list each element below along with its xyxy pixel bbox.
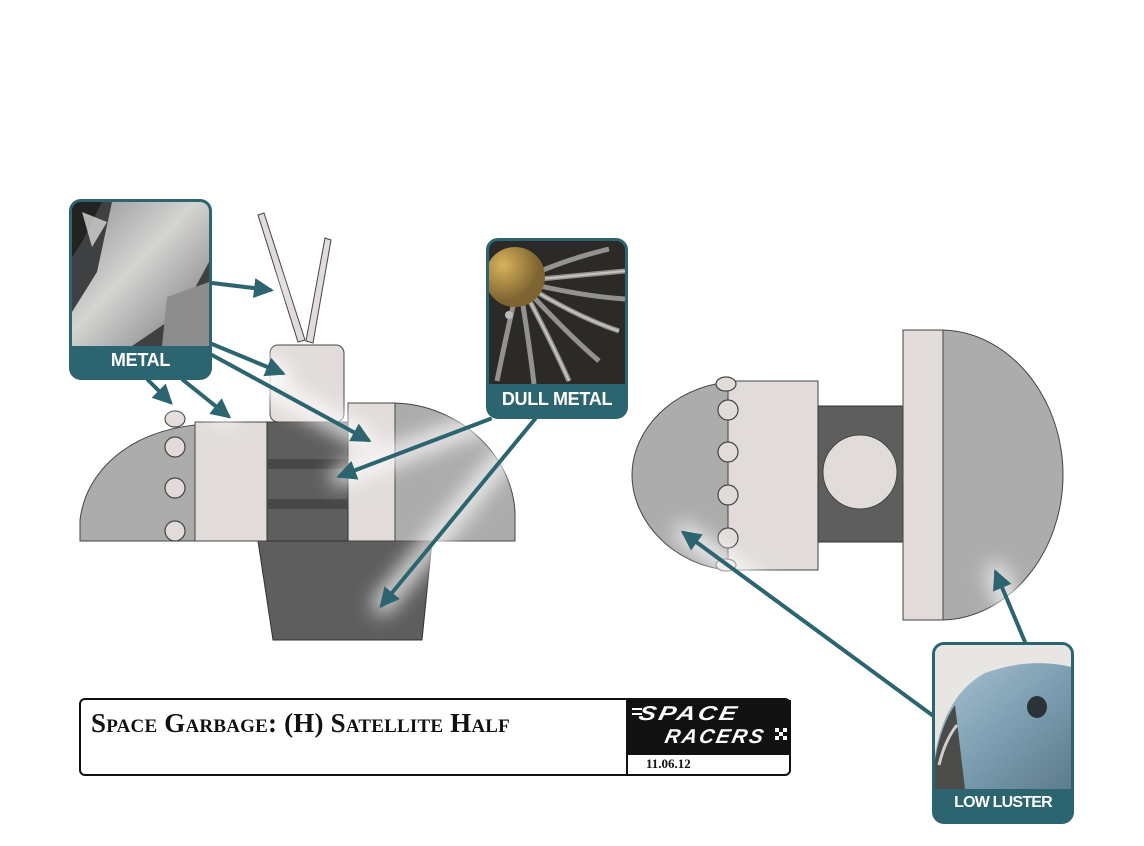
arrow-dull-metal-center <box>336 417 492 480</box>
checkered-flag-icon <box>775 728 787 740</box>
page-title: Space Garbage: (H) Satellite Half <box>91 708 510 738</box>
date-label: 11.06.12 <box>646 756 691 771</box>
arrow-low-luster-left <box>680 530 934 717</box>
callout-low-luster-metal: LOW LUSTER METAL <box>932 642 1074 824</box>
callout-dull-metal-label: DULL METAL <box>501 389 613 409</box>
bolt <box>164 436 186 458</box>
callout-low-luster-metal-label: LOW LUSTER METAL <box>954 794 1053 811</box>
bolt <box>717 441 739 463</box>
right-half-disc <box>942 329 1064 621</box>
callout-metal: METAL <box>69 199 212 380</box>
bolt <box>715 376 737 392</box>
left-dome <box>79 424 196 542</box>
logo-line1: SPACE <box>637 703 742 725</box>
left-light-band <box>727 380 819 571</box>
brushed-metal-photo-icon <box>72 202 209 346</box>
arrow-low-luster-right <box>992 569 1027 644</box>
date-box: 11.06.12 <box>626 753 789 774</box>
turbine-blades-photo-icon <box>489 241 625 384</box>
antenna-right <box>305 237 332 344</box>
bolt <box>164 410 186 428</box>
title-block: Space Garbage: (H) Satellite Half SPACE … <box>79 698 791 776</box>
arrow-metal-bolt <box>146 378 173 405</box>
center-dark-stripe-1 <box>267 459 348 469</box>
logo-icon: SPACE RACERS <box>632 703 787 748</box>
bolt <box>717 527 739 549</box>
bolts-left <box>164 410 186 542</box>
satellite-top-view <box>631 329 1064 621</box>
bolt <box>717 399 739 421</box>
bolt <box>164 477 186 499</box>
bolt <box>164 520 186 542</box>
hub-circle <box>822 434 898 510</box>
painted-panel-photo-icon <box>935 645 1071 789</box>
callout-dull-metal: DULL METAL <box>486 238 628 419</box>
logo-line2: RACERS <box>663 726 768 748</box>
lower-dark-base <box>257 540 433 641</box>
left-light-panel <box>194 421 268 542</box>
callout-metal-label: METAL <box>110 350 171 370</box>
antenna-left <box>257 212 306 343</box>
space-racers-logo: SPACE RACERS <box>626 700 791 753</box>
arrow-dull-metal-base <box>379 417 537 609</box>
left-half-disc <box>631 381 729 571</box>
center-dark-stripe-2 <box>267 499 348 509</box>
right-light-band <box>902 329 944 621</box>
callout-arrows <box>146 278 1027 717</box>
arrow-metal-left-panel <box>181 378 232 419</box>
arrow-metal-antenna <box>210 278 274 299</box>
arrow-metal-right-panel <box>210 353 372 442</box>
arrow-metal-top-box <box>210 342 286 377</box>
bolt <box>717 484 739 506</box>
